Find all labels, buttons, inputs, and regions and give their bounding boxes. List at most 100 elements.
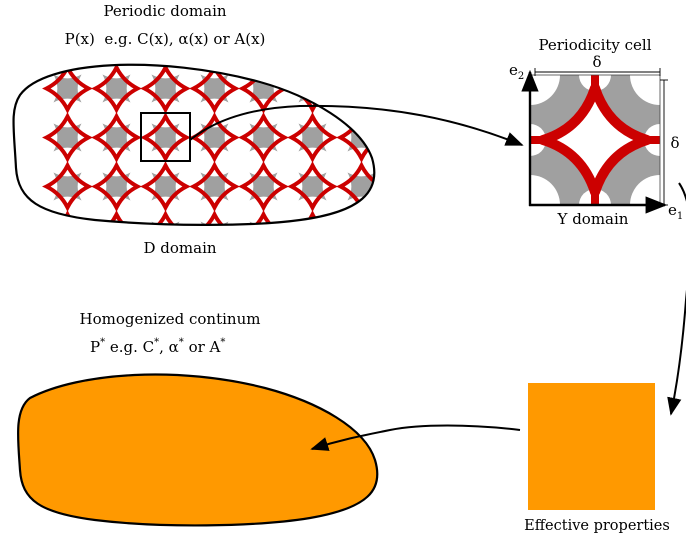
star-2: *	[154, 337, 159, 348]
effective-properties-square	[528, 383, 655, 510]
inclusion	[53, 123, 82, 152]
inclusion	[249, 172, 278, 201]
arrow-to-effective	[667, 182, 686, 416]
inclusion	[200, 123, 229, 152]
lattice-ring	[439, 68, 481, 110]
arrow-to-homogenized	[310, 424, 521, 451]
inclusion	[446, 75, 474, 103]
inclusion	[102, 74, 131, 103]
e1-label: e1	[668, 201, 683, 222]
inclusion	[201, 271, 229, 299]
arrow-to-cell	[189, 104, 524, 146]
lattice-ring	[42, 64, 93, 114]
lattice-ring	[292, 264, 334, 306]
lattice-ring	[238, 161, 289, 212]
periodic-domain-formula: P(x) e.g. C(x), α(x) or A(x)	[65, 30, 266, 48]
inclusion	[200, 74, 229, 103]
lattice-ring	[390, 117, 432, 159]
lattice-ring	[336, 64, 375, 65]
lattice-ring	[189, 64, 240, 114]
lattice-ring	[336, 112, 375, 163]
inclusion	[299, 26, 327, 54]
homogenized-title: Homogenized continum	[80, 310, 261, 328]
delta-right-label: δ	[670, 134, 679, 152]
lattice-ring	[140, 161, 191, 212]
inclusion	[151, 172, 180, 201]
inclusion	[53, 172, 82, 201]
lattice-ring	[145, 264, 187, 306]
inclusion	[446, 173, 474, 201]
inclusion	[446, 26, 474, 54]
lattice-ring	[238, 112, 289, 163]
star-4: *	[220, 337, 225, 348]
inclusion	[298, 221, 327, 225]
inclusion	[53, 74, 82, 103]
lattice-ring	[439, 166, 481, 208]
inclusion	[347, 221, 375, 225]
inclusion	[250, 271, 278, 299]
red-lattice	[42, 19, 481, 306]
periodicity-cell-title: Periodicity cell	[538, 36, 651, 54]
periodicity-cell	[521, 69, 668, 214]
homogenized-domain	[16, 373, 379, 527]
lattice-ring	[140, 112, 191, 163]
lattice-ring	[336, 64, 375, 114]
lattice-ring	[341, 264, 383, 306]
inclusion	[347, 74, 375, 103]
inclusion	[348, 271, 376, 299]
lattice-ring	[287, 161, 338, 212]
inclusion	[249, 123, 278, 152]
d-domain-label: D domain	[143, 239, 216, 257]
star-1: *	[100, 337, 105, 348]
lattice-ring	[390, 68, 432, 110]
inclusion	[397, 173, 425, 201]
inclusion	[299, 271, 327, 299]
lattice-ring	[96, 264, 138, 306]
lattice-ring	[91, 161, 142, 212]
inclusion	[397, 222, 425, 250]
delta-dimension-top	[534, 68, 661, 76]
lattice-ring	[439, 215, 481, 257]
delta-dimension-right	[660, 79, 668, 206]
inclusion	[53, 221, 82, 225]
effective-properties-label: Effective properties	[524, 518, 670, 534]
inclusion	[152, 271, 180, 299]
inclusion	[54, 271, 82, 299]
e1-subscript: 1	[677, 211, 683, 222]
star-3: *	[179, 337, 184, 348]
inclusion	[446, 222, 474, 250]
inclusion	[151, 123, 180, 152]
inclusion	[102, 221, 131, 225]
lattice-ring	[42, 112, 93, 163]
lattice-ring	[42, 210, 93, 225]
lattice-ring	[439, 117, 481, 159]
selection-box	[140, 112, 191, 162]
y-domain-label: Y domain	[557, 210, 629, 228]
e2-label: e2	[509, 61, 524, 82]
inclusion	[151, 74, 180, 103]
inclusion	[397, 271, 425, 299]
lattice-ring	[194, 264, 236, 306]
lattice-ring	[287, 112, 338, 163]
inclusion	[298, 172, 327, 201]
lattice-ring	[287, 64, 338, 65]
lattice-ring	[91, 112, 142, 163]
e2-subscript: 2	[518, 71, 524, 82]
inclusion	[102, 172, 131, 201]
inclusion	[249, 221, 278, 225]
lattice-ring	[238, 210, 289, 225]
homogenized-formula: P* e.g. C*, α* or A*	[90, 337, 225, 356]
lattice-ring	[390, 19, 432, 61]
lattice-ring	[336, 210, 375, 225]
lattice-ring	[91, 64, 142, 114]
inclusion	[397, 124, 425, 152]
lattice-ring	[390, 166, 432, 208]
inclusion	[103, 271, 131, 299]
inclusion	[200, 172, 229, 201]
inclusion	[446, 271, 474, 299]
lattice-ring	[189, 161, 240, 212]
lattice-ring	[140, 64, 191, 114]
periodic-domain	[12, 19, 481, 306]
lattice-ring	[47, 264, 89, 306]
